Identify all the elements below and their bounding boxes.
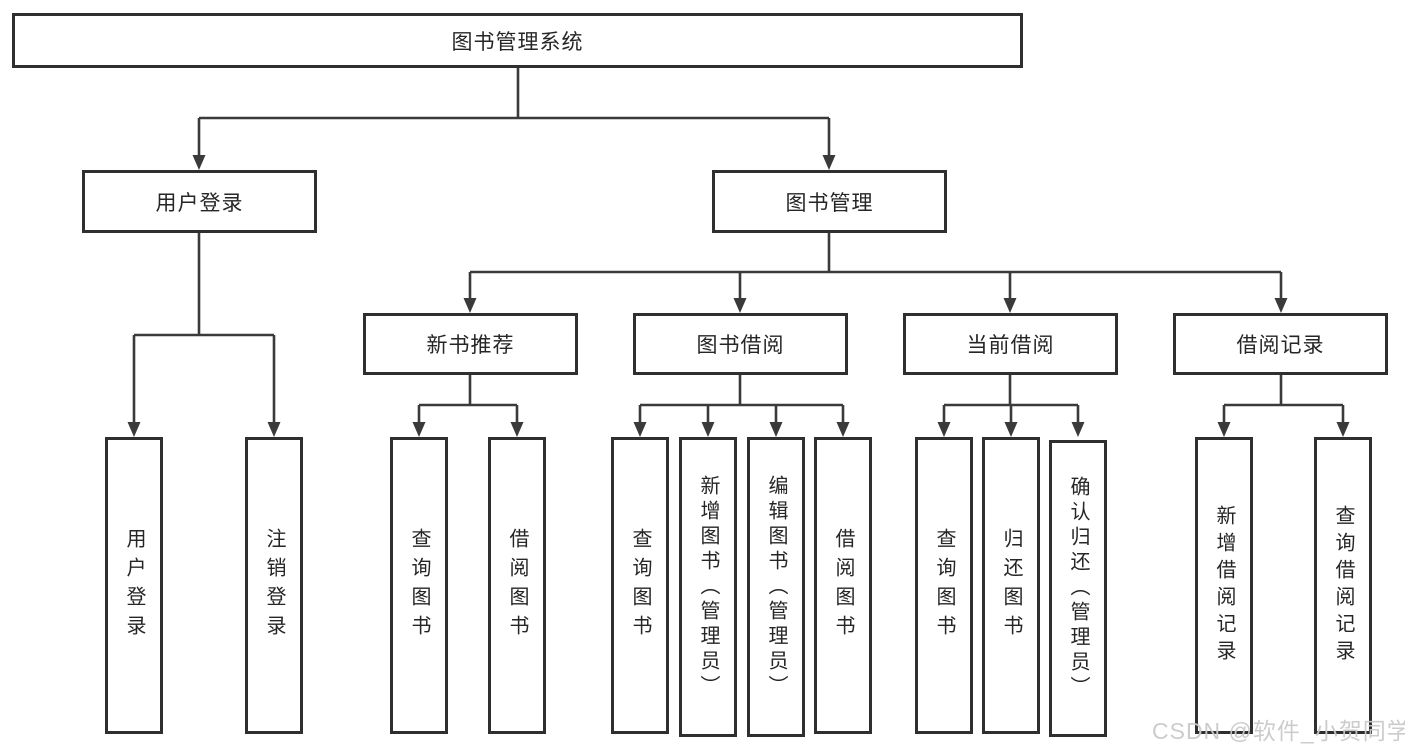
node-label: 确认归还（管理员） [1067, 476, 1089, 701]
node-label: 查询图书 [933, 527, 955, 644]
leaf-current-confirm-return-admin: 确认归还（管理员） [1049, 440, 1107, 737]
node-library-management-system: 图书管理系统 [12, 13, 1023, 68]
leaf-borrow-borrow-book: 借阅图书 [814, 437, 872, 734]
node-label: 用户登录 [155, 191, 244, 215]
node-label: 查询图书 [629, 527, 651, 644]
leaf-record-query-borrow-record: 查询借阅记录 [1314, 437, 1372, 734]
leaf-borrow-add-book-admin: 新增图书（管理员） [679, 437, 737, 737]
node-label: 新增图书（管理员） [697, 474, 719, 700]
leaf-current-query-book: 查询图书 [915, 437, 973, 734]
node-label: 借阅图书 [832, 527, 854, 644]
node-label: 新增借阅记录 [1213, 504, 1235, 667]
node-label: 新书推荐 [426, 334, 515, 357]
node-label: 当前借阅 [966, 334, 1055, 357]
node-label: 编辑图书（管理员） [765, 474, 787, 700]
leaf-borrow-edit-book-admin: 编辑图书（管理员） [747, 437, 805, 737]
node-current-borrow: 当前借阅 [903, 313, 1118, 375]
node-label: 查询借阅记录 [1332, 504, 1354, 667]
leaf-recommend-query-book: 查询图书 [390, 437, 448, 734]
node-new-book-recommend: 新书推荐 [363, 313, 578, 375]
node-label: 用户登录 [123, 527, 145, 644]
node-label: 查询图书 [408, 527, 430, 644]
node-book-borrow: 图书借阅 [633, 313, 848, 375]
node-label: 归还图书 [1000, 527, 1022, 644]
leaf-recommend-borrow-book: 借阅图书 [488, 437, 546, 734]
leaf-logout-login: 注销登录 [245, 437, 303, 734]
leaf-record-add-borrow-record: 新增借阅记录 [1195, 437, 1253, 734]
node-label: 借阅图书 [506, 527, 528, 644]
node-label: 借阅记录 [1236, 334, 1325, 357]
node-label: 图书管理 [785, 191, 874, 215]
leaf-user-login: 用户登录 [105, 437, 163, 734]
node-borrow-record: 借阅记录 [1173, 313, 1388, 375]
node-label: 图书管理系统 [451, 30, 584, 54]
leaf-current-return-book: 归还图书 [982, 437, 1040, 734]
csdn-watermark: CSDN @软件_小贺同学 [1152, 718, 1405, 744]
node-user-login: 用户登录 [82, 170, 317, 233]
node-book-management: 图书管理 [712, 170, 947, 233]
leaf-borrow-query-book: 查询图书 [611, 437, 669, 734]
node-label: 图书借阅 [696, 334, 785, 357]
node-label: 注销登录 [263, 527, 285, 644]
